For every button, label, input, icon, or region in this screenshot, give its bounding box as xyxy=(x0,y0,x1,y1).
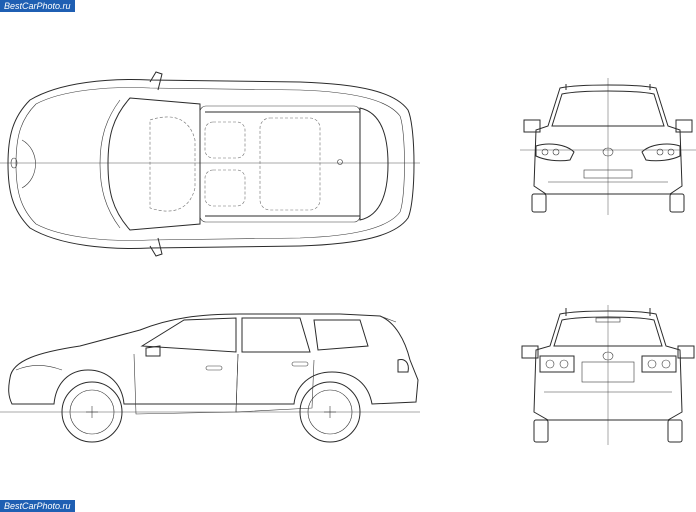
rear-view xyxy=(521,305,695,445)
top-body-inner xyxy=(15,87,405,241)
front-wheel-left xyxy=(531,193,547,213)
front-headlight-right xyxy=(641,143,681,162)
front-plate xyxy=(583,169,633,179)
rear-emblem xyxy=(602,351,614,361)
top-mirror-right xyxy=(149,237,163,257)
front-mirror-right xyxy=(675,119,693,133)
top-rear-window xyxy=(359,107,389,221)
side-taillight xyxy=(397,359,409,373)
rear-brake-light xyxy=(595,317,621,323)
side-spoiler xyxy=(379,315,397,323)
rear-body-outline xyxy=(533,310,683,421)
side-body-outline xyxy=(8,313,419,405)
side-rim-front xyxy=(69,389,115,435)
rear-lamp-l1 xyxy=(545,359,555,369)
front-lamp-l2 xyxy=(552,148,560,156)
side-front-door xyxy=(133,353,239,415)
rear-lamp-l2 xyxy=(559,359,569,369)
top-seat-left xyxy=(204,121,246,159)
front-headlight-left xyxy=(535,143,575,162)
rear-lamp-r2 xyxy=(661,359,671,369)
rear-mirror-left xyxy=(521,345,539,359)
side-handle-rear xyxy=(291,361,309,367)
rear-wheel-right xyxy=(667,419,683,443)
front-lamp-r2 xyxy=(667,148,675,156)
front-view xyxy=(520,78,696,215)
rear-taillight-left xyxy=(539,355,575,373)
rear-wheel-left xyxy=(533,419,549,443)
top-mirror-left xyxy=(149,71,163,91)
watermark-bottom: BestCarPhoto.ru xyxy=(0,500,75,512)
front-wheel-right xyxy=(669,193,685,213)
side-rear-door xyxy=(235,353,315,413)
front-body-outline xyxy=(533,84,683,195)
rear-lamp-r1 xyxy=(647,359,657,369)
side-rim-rear xyxy=(307,389,353,435)
top-roof xyxy=(199,105,361,223)
front-emblem xyxy=(602,147,614,157)
top-seat-right xyxy=(204,169,246,207)
top-rear-seat xyxy=(259,117,321,211)
watermark-top: BestCarPhoto.ru xyxy=(0,0,75,12)
side-view xyxy=(0,313,420,443)
top-windshield xyxy=(107,97,201,231)
front-lamp-r1 xyxy=(656,148,664,156)
side-quarter-window xyxy=(313,319,369,351)
side-wheel-rear xyxy=(299,381,361,443)
side-front-window xyxy=(140,317,237,353)
front-windshield xyxy=(551,90,665,127)
top-emblem xyxy=(10,157,18,169)
front-lamp-l1 xyxy=(541,148,549,156)
front-mirror-left xyxy=(523,119,541,133)
side-wheel-front xyxy=(61,381,123,443)
top-center-mark xyxy=(337,159,343,165)
top-front-seats xyxy=(149,116,196,212)
top-body-outline xyxy=(7,79,415,249)
side-handle-front xyxy=(205,365,223,371)
rear-window xyxy=(553,316,663,347)
top-view xyxy=(0,71,420,257)
side-mirror xyxy=(145,345,161,357)
side-rear-window xyxy=(241,317,311,353)
rear-taillight-right xyxy=(641,355,677,373)
top-windshield-base xyxy=(99,99,121,229)
top-nose-line xyxy=(21,139,36,189)
rear-plate-recess xyxy=(581,361,635,383)
side-headlight xyxy=(15,365,63,371)
rear-mirror-right xyxy=(677,345,695,359)
